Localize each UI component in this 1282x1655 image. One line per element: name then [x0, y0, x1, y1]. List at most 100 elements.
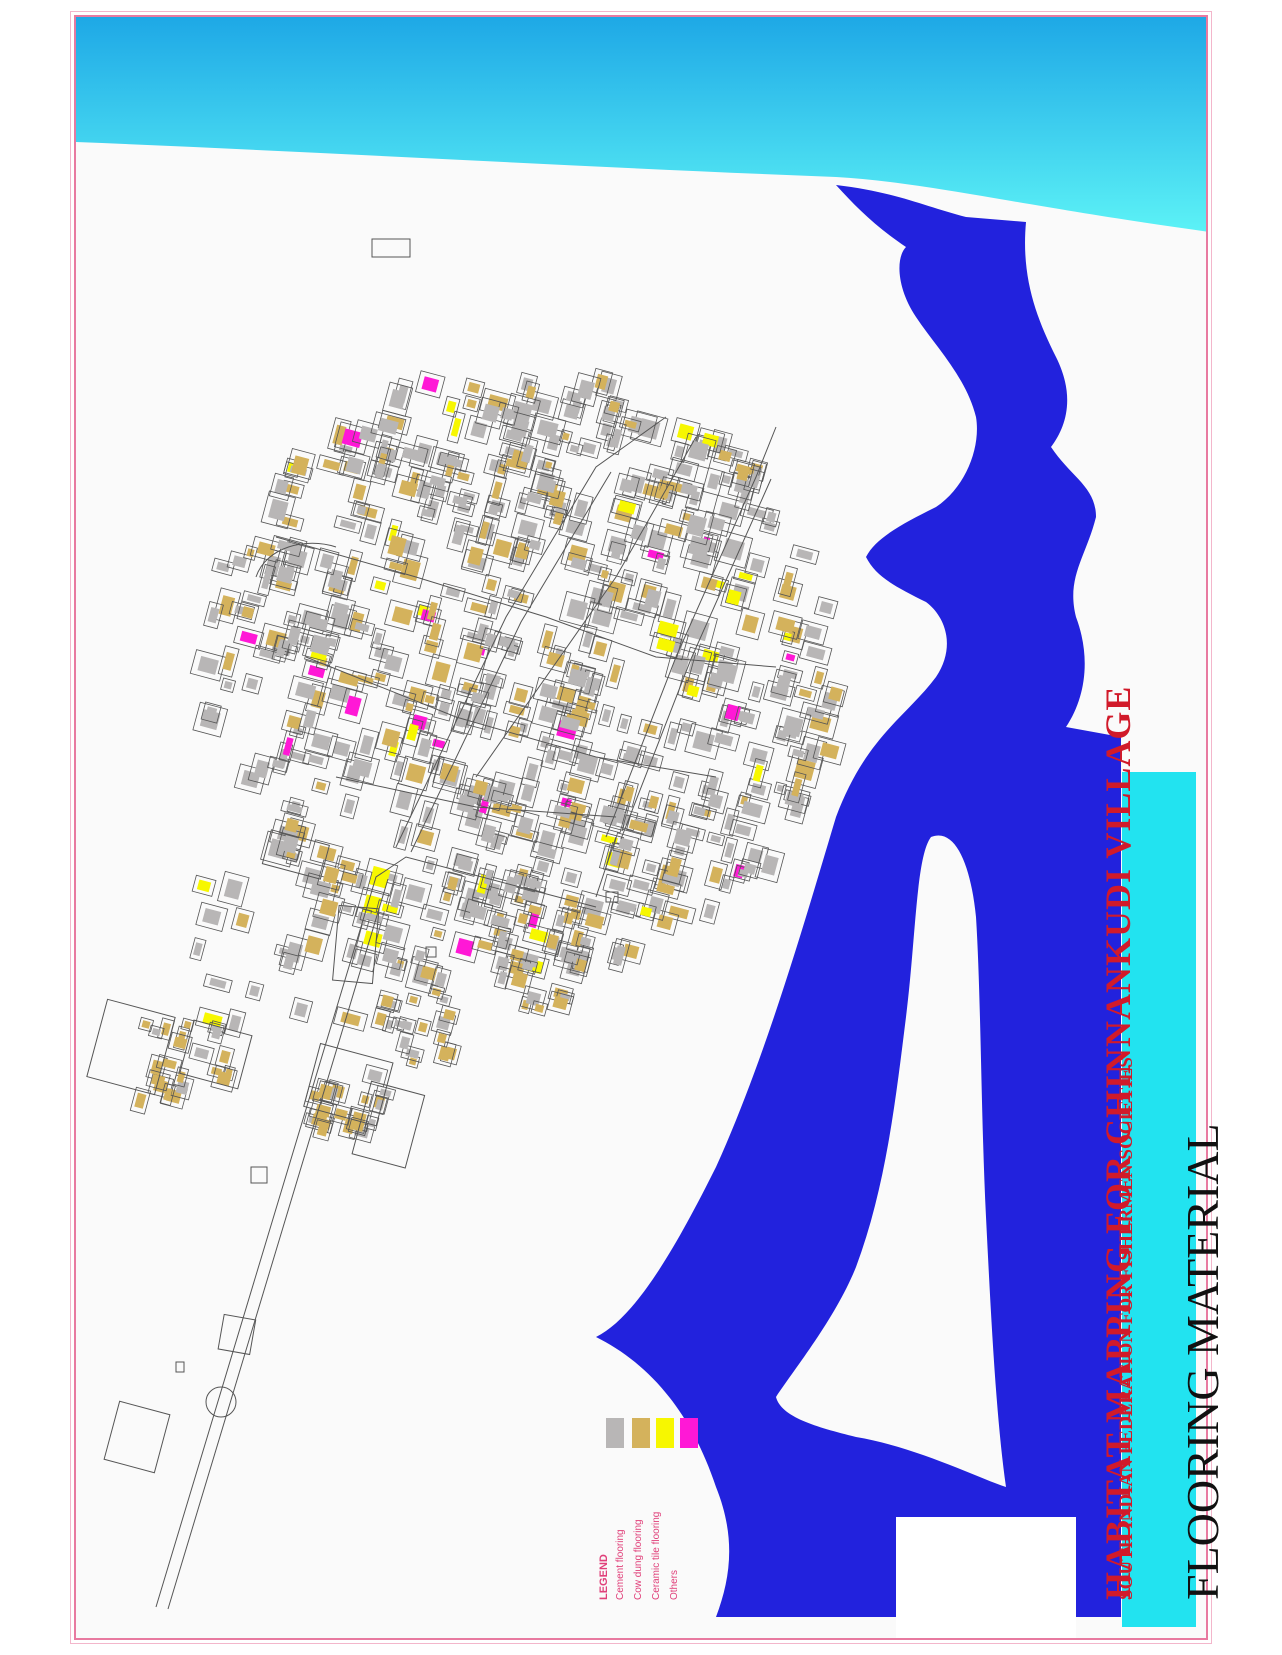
house-floor — [491, 481, 503, 500]
house-floor — [433, 929, 443, 938]
house-floor — [628, 819, 649, 833]
building-plot — [475, 817, 502, 851]
building-plot — [442, 395, 461, 418]
building-plot — [283, 610, 302, 629]
house-floor — [531, 396, 552, 415]
house-floor — [703, 903, 716, 920]
house-floor — [782, 715, 804, 738]
house-floor — [302, 709, 317, 729]
house-floor — [274, 478, 289, 496]
building-plot — [233, 625, 265, 650]
house-floor — [330, 884, 340, 894]
house-floor — [751, 685, 761, 699]
house-floor — [576, 753, 599, 775]
house-floor — [809, 713, 832, 733]
house-floor — [315, 781, 327, 791]
house-floor — [656, 637, 676, 653]
house-floor — [612, 945, 626, 966]
building-plot — [223, 1008, 247, 1039]
house-floor — [405, 883, 426, 903]
house-floor — [425, 859, 435, 871]
building-plot — [440, 451, 460, 484]
building-plot — [401, 699, 418, 716]
house-floor — [417, 1021, 428, 1033]
title-box — [1122, 772, 1196, 1627]
house-floor — [172, 1036, 188, 1050]
house-floor — [400, 1020, 413, 1031]
house-floor — [656, 882, 675, 896]
house-floor — [619, 717, 629, 730]
building-plot — [565, 441, 584, 457]
map-type-label: FLOORING MATERIAL — [1177, 1123, 1228, 1600]
house-floor — [286, 803, 303, 814]
house-floor — [470, 601, 489, 614]
building-plot — [429, 966, 452, 993]
house-floor — [245, 677, 259, 690]
house-floor — [420, 508, 432, 518]
building-plot — [508, 682, 534, 709]
house-floor — [500, 407, 515, 421]
house-floor — [310, 689, 326, 710]
building-plot — [713, 529, 754, 569]
house-floor — [268, 498, 289, 522]
house-floor — [207, 606, 220, 624]
building-plot — [610, 494, 643, 520]
building-plot — [523, 875, 548, 894]
building-plot — [334, 855, 361, 876]
house-floor — [388, 524, 399, 542]
house-floor — [424, 694, 435, 705]
building-plot — [462, 395, 481, 413]
building-plot — [341, 937, 364, 966]
house-floor — [562, 911, 575, 925]
house-floor — [624, 745, 641, 760]
building-plot — [521, 380, 541, 404]
building-plot — [774, 707, 812, 746]
house-floor — [546, 651, 565, 668]
building-plot — [391, 473, 426, 504]
building-plot — [210, 1064, 238, 1093]
building-plot — [189, 649, 227, 682]
building-plot — [747, 681, 765, 703]
house-floor — [521, 961, 534, 972]
building-plot — [422, 855, 439, 875]
building-plot — [359, 908, 390, 927]
building-plot — [270, 535, 303, 558]
building-plot — [516, 437, 539, 471]
building-plot — [422, 594, 443, 628]
house-floor — [205, 706, 218, 720]
house-floor — [766, 511, 777, 523]
house-floor — [600, 569, 609, 579]
house-floor — [525, 763, 539, 782]
house-floor — [197, 655, 219, 675]
building-plot — [301, 626, 340, 664]
house-floor — [775, 674, 792, 692]
building-plot — [605, 842, 626, 873]
building-plot — [302, 750, 330, 770]
house-floor — [414, 949, 426, 963]
building-plot — [793, 684, 818, 702]
house-floor — [390, 888, 403, 909]
house-floor — [469, 904, 487, 921]
house-floor — [617, 900, 637, 913]
building-plot — [159, 1082, 176, 1106]
house-floor — [367, 1118, 377, 1128]
building-plot — [498, 424, 530, 447]
building-plot — [510, 809, 540, 842]
building-plot — [446, 490, 474, 511]
house-floor — [450, 417, 462, 437]
house-floor — [648, 795, 660, 810]
house-floor — [134, 1092, 147, 1109]
house-floor — [525, 491, 543, 505]
house-floor — [680, 722, 693, 733]
house-floor — [517, 519, 538, 538]
house-floor — [281, 834, 300, 854]
house-floor — [672, 775, 685, 789]
house-floor — [491, 802, 512, 818]
house-floor — [555, 914, 566, 928]
building-plot — [137, 1016, 155, 1033]
house-floor — [569, 444, 580, 454]
building-plot — [560, 867, 583, 888]
house-floor — [161, 1058, 177, 1070]
house-floor — [476, 623, 489, 640]
building-plot — [684, 722, 724, 760]
